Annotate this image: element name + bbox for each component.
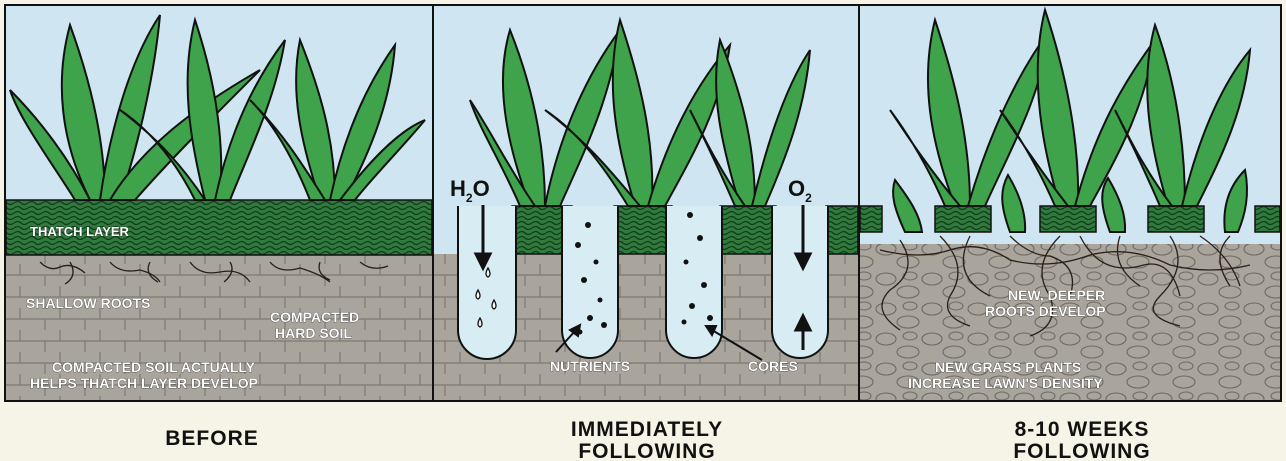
before-note-line1: COMPACTED SOIL ACTUALLY (52, 359, 256, 375)
panel-before: THATCH LAYER SHALLOW ROOTS COMPACTED HAR… (6, 6, 432, 400)
oxygen-label-sub: 2 (805, 191, 812, 205)
shallow-roots-label: SHALLOW ROOTS (26, 295, 150, 311)
water-label-h: H (450, 176, 466, 201)
caption-weeks-line2: FOLLOWING (1013, 440, 1150, 461)
new-grass-line2: INCREASE LAWN'S DENSITY (908, 375, 1103, 391)
caption-immediately-line2: FOLLOWING (578, 440, 715, 461)
before-note-line2: HELPS THATCH LAYER DEVELOP (30, 375, 258, 391)
panel-weeks: NEW, DEEPER ROOTS DEVELOP NEW GRASS PLAN… (860, 6, 1280, 400)
panel-immediately: H2O O2 NUTRIENTS CORES (434, 6, 858, 400)
new-grass-line1: NEW GRASS PLANTS (935, 359, 1081, 375)
water-label-o: O (473, 176, 490, 201)
compacted-label-line1: COMPACTED (270, 309, 359, 325)
caption-immediately-line1: IMMEDIATELY (571, 418, 723, 441)
oxygen-label-o: O (788, 176, 805, 201)
cores-label: CORES (748, 358, 798, 374)
compacted-label-line2: HARD SOIL (275, 325, 352, 341)
caption-before: BEFORE (165, 427, 259, 450)
caption-weeks-line1: 8-10 WEEKS (1015, 418, 1150, 441)
deeper-roots-line2: ROOTS DEVELOP (985, 303, 1106, 319)
nutrients-label: NUTRIENTS (550, 358, 630, 374)
deeper-roots-line1: NEW, DEEPER (1008, 287, 1105, 303)
thatch-layer-label: THATCH LAYER (30, 224, 130, 239)
